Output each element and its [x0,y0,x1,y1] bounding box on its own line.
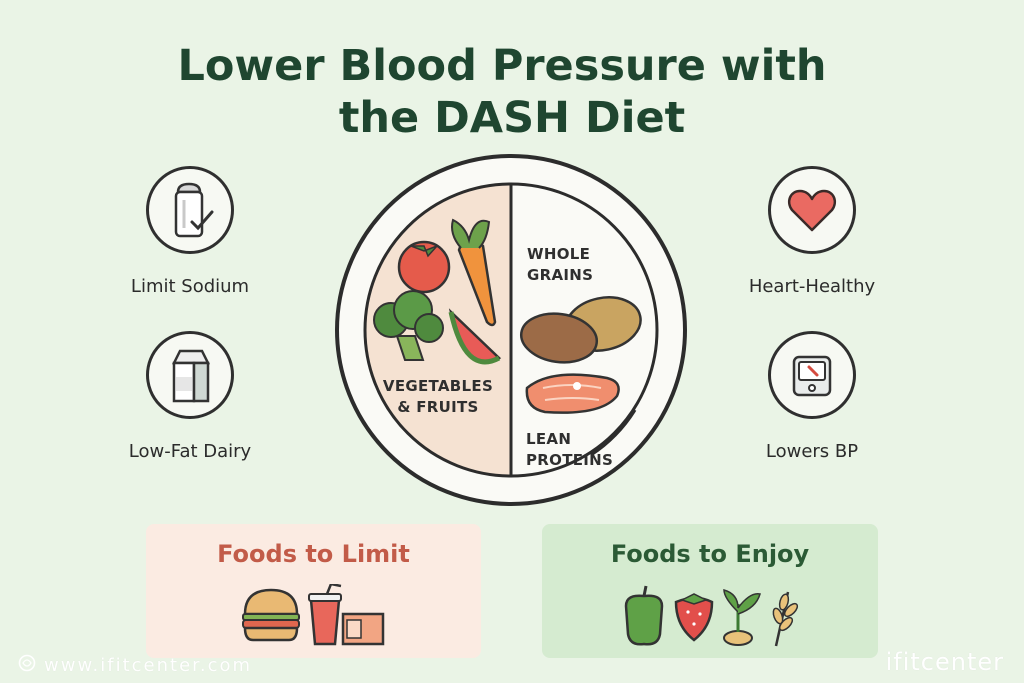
whole-grains-icon [519,296,642,364]
low-fat-dairy-label: Low-Fat Dairy [128,441,252,462]
title-line-2: the DASH Diet [338,93,686,143]
grains-label-line-1: WHOLE [527,245,591,263]
footer-url[interactable]: www.ifitcenter.com [18,654,252,677]
burger-icon [241,588,300,642]
footer-url-text: www.ifitcenter.com [44,655,253,676]
carrot-icon [451,218,497,327]
dash-plate: VEGETABLES & FRUITS WHOLE GRAINS LEAN PR… [331,150,691,514]
pepper-icon [624,585,664,646]
strawberry-icon [674,593,714,642]
vegetables-label-line-1: VEGETABLES [382,377,494,395]
limit-sodium-label: Limit Sodium [130,276,250,297]
foods-to-enjoy-icons [542,584,878,648]
foods-to-enjoy-title: Foods to Enjoy [610,540,810,568]
broccoli-icon [373,290,444,361]
feature-lowers-bp: Lowers BP [722,331,902,462]
brand-logo: ifitcenter [885,648,1004,676]
globe-icon [18,654,36,677]
proteins-label-line-2: PROTEINS [526,451,614,469]
vegetables-label-line-2: & FRUITS [397,398,479,416]
feature-heart-healthy: Heart-Healthy [722,166,902,297]
foods-to-enjoy-panel: Foods to Enjoy [542,524,878,658]
heart-icon [768,166,856,254]
feature-low-fat-dairy: Low-Fat Dairy [100,331,280,462]
salt-shaker-icon [146,166,234,254]
foods-to-limit-title: Foods to Limit [217,540,410,568]
whole-grains-label: WHOLE GRAINS [527,244,593,286]
foods-to-limit-icons [146,584,481,648]
tomato-icon [397,240,451,294]
soda-cup-icon [307,584,342,646]
salmon-icon [525,373,620,414]
title-line-1: Lower Blood Pressure with [177,41,827,91]
watermelon-icon [448,308,502,365]
foods-to-limit-panel: Foods to Limit [146,524,481,658]
fries-box-icon [341,612,384,646]
blood-pressure-monitor-icon [768,331,856,419]
grains-label-line-2: GRAINS [527,266,594,284]
vegetables-fruits-label: VEGETABLES & FRUITS [373,376,503,418]
wheat-icon [772,591,799,647]
proteins-label-line-1: LEAN [526,430,572,448]
sprout-icon [723,589,761,646]
lean-proteins-label: LEAN PROTEINS [526,429,613,471]
milk-carton-icon [146,331,234,419]
heart-healthy-label: Heart-Healthy [748,276,876,297]
lowers-bp-label: Lowers BP [765,441,859,462]
feature-limit-sodium: Limit Sodium [100,166,280,297]
